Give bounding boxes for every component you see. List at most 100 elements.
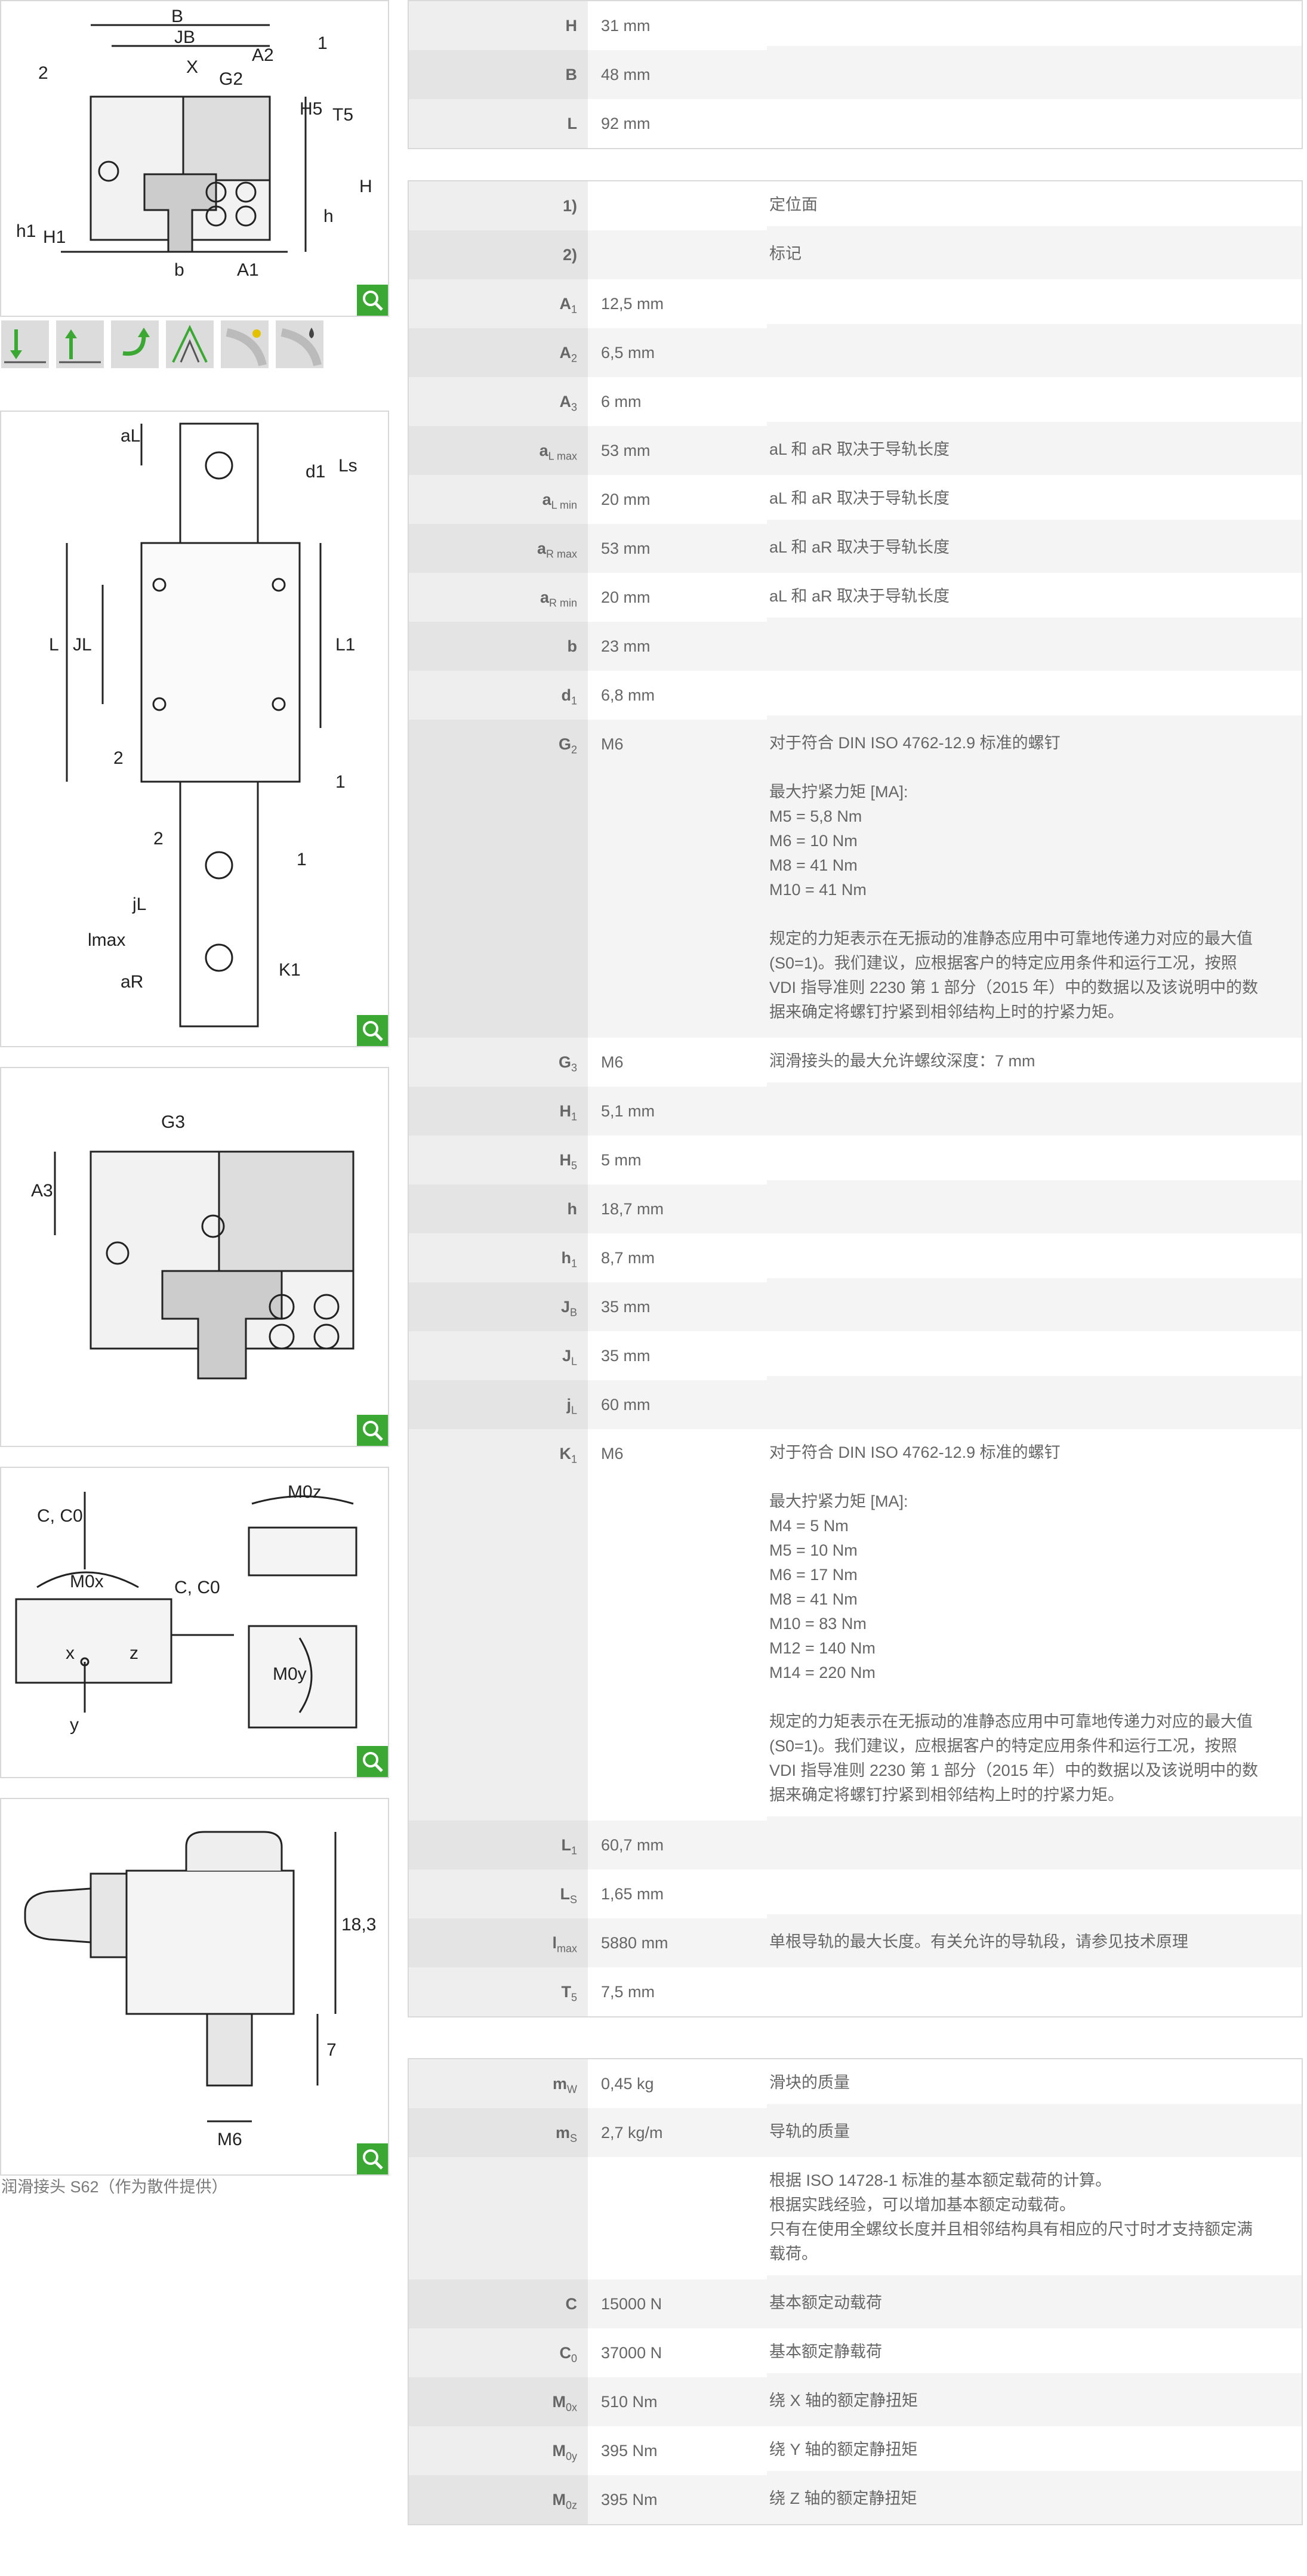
row-value: 6 mm <box>601 393 642 411</box>
lubrication-icon <box>276 320 323 368</box>
zoom-icon[interactable] <box>357 1015 388 1046</box>
radial-load-up-icon <box>56 320 104 368</box>
row-description <box>767 1865 1302 1918</box>
fig2-label-6: 2 <box>113 748 124 768</box>
zoom-icon[interactable] <box>357 2143 388 2174</box>
row-key: A2 <box>409 328 588 377</box>
row-key: jL <box>409 1380 588 1429</box>
fig1-label-14: A1 <box>237 260 259 280</box>
row-key: JL <box>409 1331 588 1380</box>
description-line: 规定的力矩表示在无振动的准静态应用中可靠地传递力对应的最大值 <box>769 930 1253 948</box>
top-view-figure: aL d1 Ls L JL L1 2 1 2 1 jL lmax K1 aR <box>0 411 389 1047</box>
moment-load-icon <box>111 320 159 368</box>
row-key-text: H <box>559 1102 571 1120</box>
load-directions-figure: C, C0 M0x C, C0 M0z M0y x z y <box>0 1467 389 1778</box>
row-description <box>767 1229 1302 1282</box>
row-value: 20 mm <box>601 588 651 606</box>
row-key-text: T <box>561 1983 571 2001</box>
row-key-subscript: L <box>571 1355 577 1368</box>
fig4-label-0: C, C0 <box>37 1506 83 1526</box>
description-line: M4 = 5 Nm <box>769 1517 849 1535</box>
row-key: T5 <box>409 1967 588 2016</box>
row-key-text: a <box>540 588 549 606</box>
row-key-text: C <box>565 2295 578 2313</box>
row-key-subscript: 1 <box>571 1257 577 1270</box>
row-key: H <box>409 1 588 50</box>
row-description <box>767 1082 1302 1136</box>
description-line: (S0=1)。我们建议，应根据客户的特定应用条件和运行工况，按照 <box>769 954 1237 972</box>
row-description: 根据 ISO 14728-1 标准的基本额定载荷的计算。根据实践经验，可以增加基… <box>767 2153 1302 2279</box>
row-key-text: A <box>559 295 571 313</box>
row-key-subscript: 2 <box>571 352 577 365</box>
lube-nipple-drawing: 18,3 7 M6 <box>24 1831 376 2149</box>
fig1-label-4: A2 <box>252 45 274 65</box>
row-description: 绕 Y 轴的额定静扭矩 <box>769 2441 918 2458</box>
row-description: aL 和 aR 取决于导轨长度 <box>767 520 1302 573</box>
row-key-text: a <box>537 539 546 557</box>
row-key-subscript: W <box>567 2083 577 2096</box>
row-description <box>767 1376 1302 1429</box>
table-row: 2)标记 <box>409 226 1302 279</box>
fig2-label-13: aR <box>121 972 143 992</box>
row-description: 绕 Z 轴的额定静扭矩 <box>767 2471 1302 2524</box>
row-key: h <box>409 1184 588 1233</box>
row-key-text: J <box>560 1298 570 1316</box>
row-value: 60,7 mm <box>588 1821 767 1869</box>
row-key: LS <box>409 1869 588 1918</box>
row-value: 12,5 mm <box>601 295 664 313</box>
row-key-text: h <box>567 1200 578 1218</box>
fig4-label-6: z <box>130 1643 138 1663</box>
row-key-subscript: 1 <box>571 1110 577 1123</box>
row-key: M0y <box>409 2426 588 2475</box>
row-key-text: A <box>559 393 571 411</box>
row-description: 对于符合 DIN ISO 4762-12.9 标准的螺钉最大拧紧力矩 [MA]:… <box>767 1425 1302 1821</box>
row-key: d1 <box>409 671 588 720</box>
row-key: K1 <box>409 1429 588 1821</box>
row-value: M6 <box>601 1053 624 1071</box>
row-value: 15000 N <box>588 2279 767 2328</box>
row-description <box>767 667 1302 720</box>
row-key-subscript: L max <box>548 450 577 462</box>
zoom-icon[interactable] <box>357 1415 388 1446</box>
row-key: B <box>409 50 588 99</box>
row-key-text: m <box>555 2124 570 2142</box>
row-value: 0,45 kg <box>601 2075 654 2093</box>
zoom-icon[interactable] <box>357 1746 388 1777</box>
rigidity-icon <box>166 320 214 368</box>
fig1-label-7: H5 <box>300 99 322 119</box>
row-description <box>767 1963 1302 2016</box>
row-value: 20 mm <box>601 490 651 508</box>
row-value: 35 mm <box>588 1282 767 1331</box>
description-line: M5 = 10 Nm <box>769 1541 858 1559</box>
fig2-label-0: aL <box>121 426 140 446</box>
row-value: 53 mm <box>588 426 767 475</box>
row-key-subscript: 1 <box>571 303 577 316</box>
row-description <box>767 1327 1302 1380</box>
zoom-icon[interactable] <box>357 285 388 316</box>
radial-load-down-icon <box>1 320 49 368</box>
fig2-label-3: L <box>49 635 59 655</box>
fig1-label-9: H <box>359 177 372 196</box>
row-value: 5,1 mm <box>588 1087 767 1136</box>
row-key-subscript: 0z <box>565 2499 577 2512</box>
load-directions-drawing: C, C0 M0x C, C0 M0z M0y x z y <box>15 1482 357 1735</box>
table-row: H1 5,1 mm <box>409 1082 1302 1136</box>
lube-nipple-figure: 18,3 7 M6 <box>0 1798 389 2176</box>
fig4-label-1: M0x <box>70 1572 104 1591</box>
description-line: 根据 ISO 14728-1 标准的基本额定载荷的计算。 <box>769 2171 1112 2189</box>
fig2-label-4: JL <box>73 635 92 655</box>
row-key-text: J <box>562 1347 571 1365</box>
